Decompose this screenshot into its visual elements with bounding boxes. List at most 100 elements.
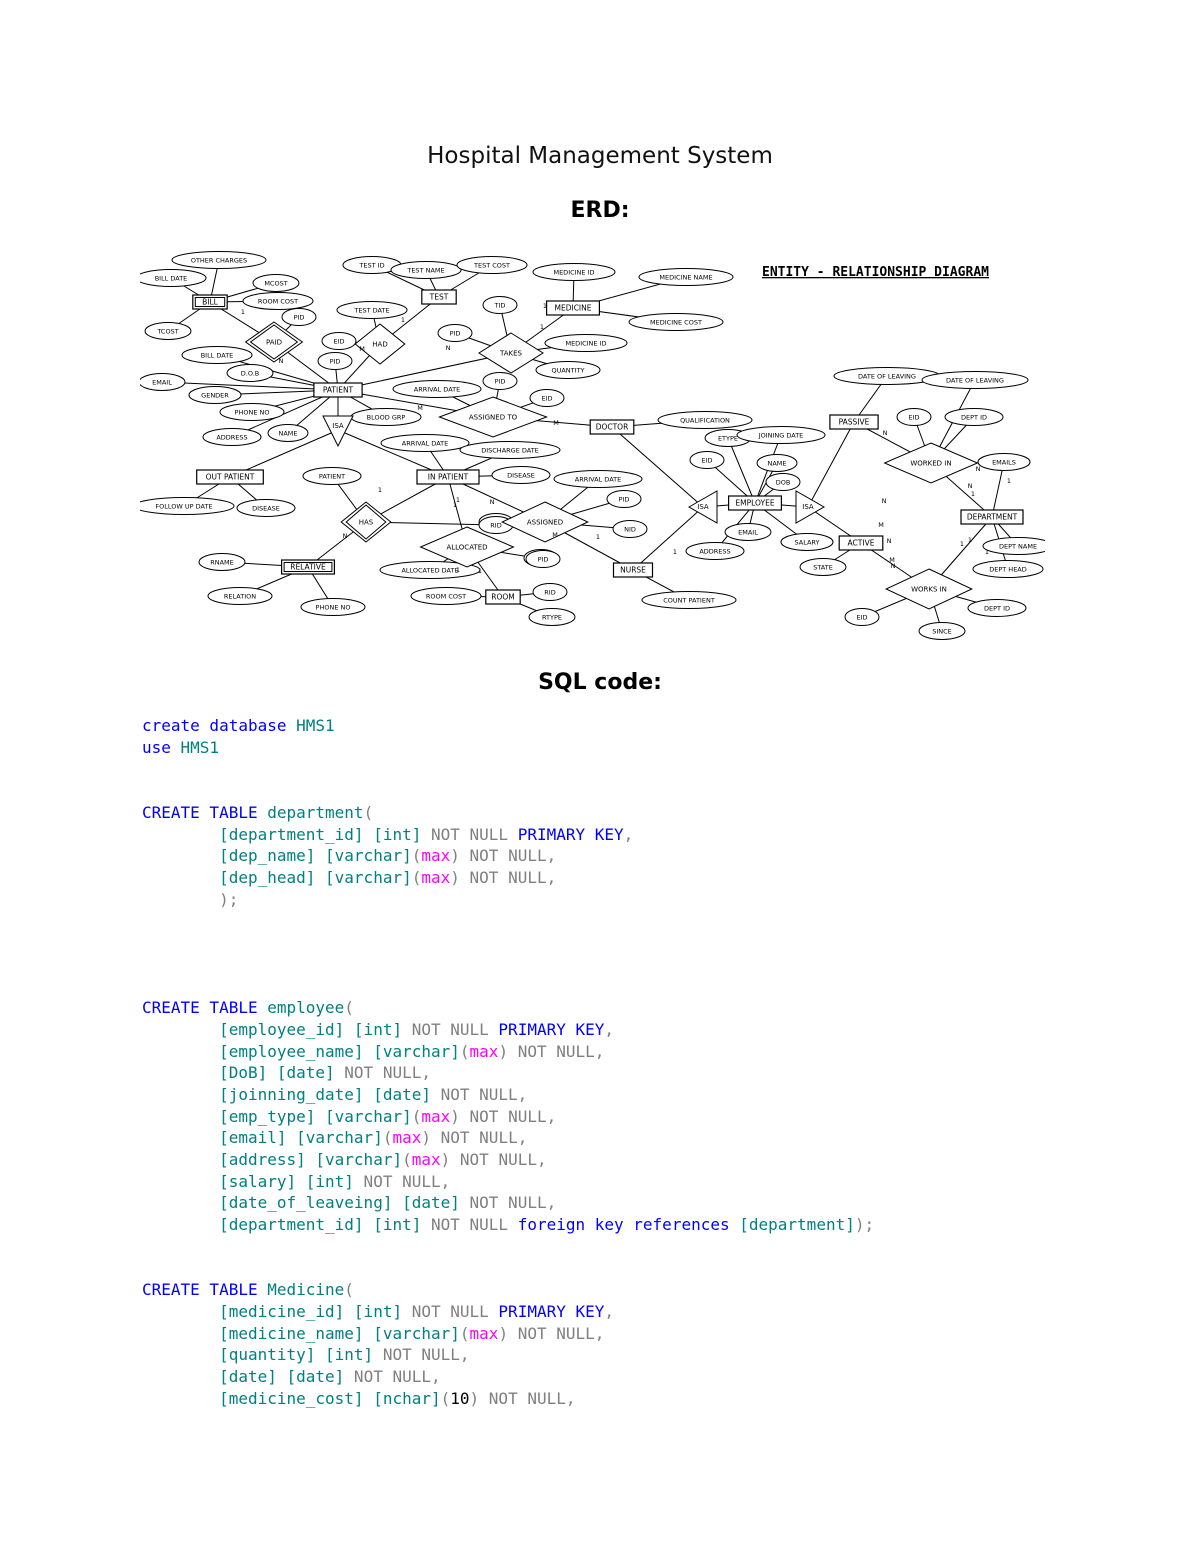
code-token (142, 825, 219, 844)
node-label: RTYPE (542, 614, 562, 622)
code-token (142, 1302, 219, 1321)
attribute-emails: EMAILS (977, 453, 1031, 471)
node-label: TCOST (156, 328, 178, 336)
attribute-eid3: EID (896, 408, 932, 426)
code-token: NOT NULL, (344, 1367, 441, 1387)
node-label: EID (856, 614, 867, 622)
code-line: CREATE TABLE department( (142, 803, 373, 822)
attribute-pid1: PID (281, 308, 317, 326)
code-line: [medicine_cost] [nchar](10) NOT NULL, (142, 1389, 575, 1408)
code-token: [email] [varchar] (219, 1128, 383, 1148)
cardinality-label: 1 (543, 302, 547, 310)
code-token: [joinning_date] [date] (219, 1084, 431, 1104)
node-label: WORKED IN (910, 460, 951, 468)
cardinality-label: 1 (456, 496, 460, 504)
connector-line (807, 421, 855, 508)
code-token: [quantity] [int] (219, 1345, 374, 1365)
node-label: ROOM COST (426, 593, 466, 601)
isa-triangle: ISA (687, 490, 718, 524)
attribute-salary: SALARY (780, 533, 834, 551)
code-token: max (411, 1150, 441, 1170)
attribute-tid: TID (482, 296, 518, 314)
node-label: SINCE (932, 628, 952, 636)
cardinality-label: N (968, 482, 973, 490)
code-line: [department_id] [int] NOT NULL foreign k… (142, 1215, 874, 1234)
node-label: BILL DATE (155, 275, 188, 283)
node-label: DEPT HEAD (989, 566, 1027, 574)
attribute-roomcost2: ROOM COST (410, 587, 482, 605)
code-token: , (604, 1019, 615, 1039)
code-line: CREATE TABLE employee( (142, 998, 354, 1017)
cardinality-label: 1 (401, 316, 405, 324)
code-token: PRIMARY KEY (498, 1301, 605, 1321)
node-label: PID (619, 496, 630, 504)
cardinality-label: N (343, 532, 348, 540)
node-label: PHONE NO (316, 604, 351, 612)
code-token: , (623, 824, 634, 844)
attribute-edob: DOB (765, 473, 801, 491)
cardinality-label: N (976, 465, 981, 473)
node-label: DEPT ID (984, 605, 1010, 613)
code-token (142, 1107, 219, 1126)
cardinality-label: 1 (985, 548, 989, 556)
node-label: ACTIVE (848, 539, 875, 548)
node-label: DEPARTMENT (967, 513, 1018, 522)
erd-diagram-title: ENTITY - RELATIONSHIP DIAGRAM (762, 265, 989, 280)
cardinality-label: N (887, 537, 892, 545)
node-label: GENDER (201, 392, 229, 400)
cardinality-label: 1 (1007, 477, 1011, 485)
cardinality-label: M (552, 531, 558, 539)
code-token: [department] (739, 1215, 855, 1235)
node-label: PID (495, 378, 506, 386)
code-token: ) NOT NULL, (421, 1128, 528, 1148)
cardinality-label: 1 (960, 540, 964, 548)
code-token: ); (142, 889, 239, 909)
connector-line (991, 461, 1005, 518)
node-label: PID (538, 556, 549, 564)
code-token: ) NOT NULL, (450, 867, 557, 887)
attribute-arrivaldate: ARRIVAL DATE (392, 380, 482, 398)
entity-nurse: NURSE (612, 562, 654, 578)
node-label: MCOST (264, 280, 287, 288)
attribute-deptid1: DEPT ID (944, 408, 1004, 426)
relationship-workedin: WORKED IN (883, 442, 979, 484)
code-token: use (142, 737, 181, 757)
code-line: [salary] [int] NOT NULL, (142, 1172, 450, 1191)
code-token: PRIMARY KEY (517, 824, 624, 844)
code-token (142, 1085, 219, 1104)
attribute-arrivaldate2: ARRIVAL DATE (380, 434, 470, 452)
node-label: BILL (202, 298, 219, 307)
code-token (142, 1345, 219, 1364)
node-label: IN PATIENT (428, 473, 469, 482)
node-label: ADDRESS (216, 434, 247, 442)
node-label: RID (544, 589, 555, 597)
code-token: Medicine (267, 1280, 345, 1300)
entity-relative: RELATIVE (281, 559, 336, 575)
node-label: MEDICINE COST (650, 319, 702, 327)
attribute-billdate2: BILL DATE (181, 346, 253, 364)
isa-triangle: ISA (795, 490, 826, 524)
attribute-bloodgrp: BLOOD GRP (350, 408, 422, 426)
node-label: ARRIVAL DATE (414, 386, 460, 394)
cardinality-label: 1 (456, 566, 460, 574)
attribute-medicineid2: MEDICINE ID (544, 334, 628, 352)
node-label: ARRIVAL DATE (575, 476, 621, 484)
code-token: NOT NULL, (373, 1345, 470, 1365)
code-line: [employee_name] [varchar](max) NOT NULL, (142, 1042, 604, 1061)
attribute-qualification: QUALIFICATION (657, 411, 753, 429)
node-label: PID (294, 314, 305, 322)
node-label: HAS (359, 519, 374, 527)
node-label: ISA (332, 422, 344, 430)
cardinality-label: M (359, 345, 365, 353)
node-label: DEPT ID (961, 414, 987, 422)
node-label: RELATIVE (290, 563, 326, 572)
node-label: TEST DATE (353, 307, 389, 315)
attribute-followup: FOLLOW UP DATE (140, 497, 235, 515)
code-line: create database HMS1 (142, 716, 335, 735)
connector-line (161, 381, 339, 391)
attribute-billdate: BILL DATE (140, 269, 207, 287)
cardinality-label: 1 (540, 323, 544, 331)
connector-line (337, 429, 449, 478)
node-label: MEDICINE ID (553, 269, 594, 277)
